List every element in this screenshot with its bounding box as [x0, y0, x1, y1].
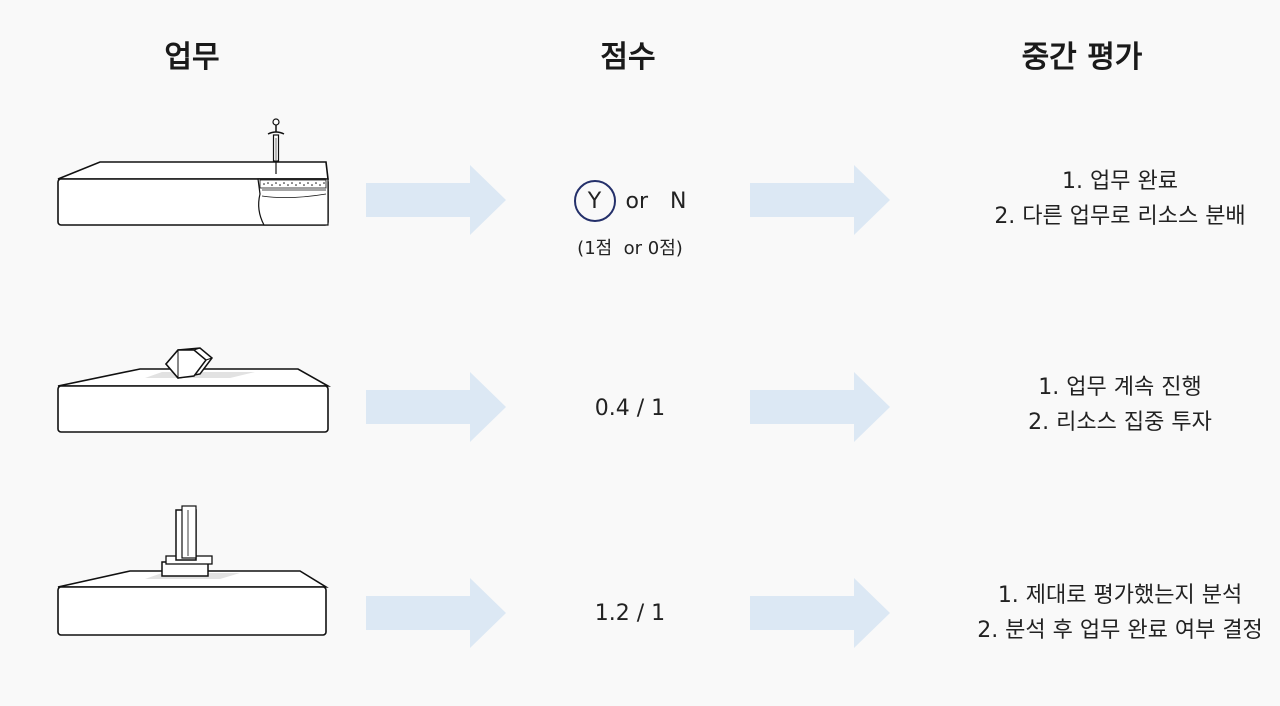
n-option: N	[670, 188, 687, 214]
hex-nut-icon	[57, 347, 332, 433]
evaluation-3: 1. 제대로 평가했는지 분석 2. 분석 후 업무 완료 여부 결정	[880, 578, 1280, 648]
arrow-right-icon	[366, 165, 506, 235]
header-task: 업무	[164, 40, 220, 75]
score-value: 1.2 / 1	[594, 601, 666, 626]
score-sub: (1점 or 0점)	[577, 238, 683, 259]
evaluation-line: 2. 다른 업무로 리소스 분배	[994, 204, 1246, 229]
y-option-circle: Y	[573, 180, 616, 222]
score-value: 0.4 / 1	[594, 396, 666, 421]
or-label: or	[625, 188, 649, 214]
score-yn: Y or N (1점 or 0점)	[530, 180, 730, 260]
row-3: 1.2 / 1 1. 제대로 평가했는지 분석 2. 분석 후 업무 완료 여부…	[0, 495, 1280, 655]
header-score: 점수	[600, 40, 656, 75]
arrow-right-icon	[366, 578, 506, 648]
bolt-icon	[57, 505, 329, 636]
arrow-right-icon	[750, 372, 890, 442]
evaluation-line: 1. 제대로 평가했는지 분석	[997, 583, 1243, 608]
row-2: 0.4 / 1 1. 업무 계속 진행 2. 리소스 집중 투자	[0, 330, 1280, 470]
evaluation-line: 1. 업무 계속 진행	[1038, 375, 1202, 400]
arrow-right-icon	[366, 372, 506, 442]
evaluation-line: 2. 분석 후 업무 완료 여부 결정	[977, 618, 1263, 643]
header-evaluation: 중간 평가	[1021, 40, 1143, 75]
arrow-right-icon	[750, 165, 890, 235]
evaluation-line: 2. 리소스 집중 투자	[1028, 410, 1212, 435]
row-1: Y or N (1점 or 0점) 1. 업무 완료 2. 다른 업무로 리소스…	[0, 110, 1280, 270]
arrow-right-icon	[750, 578, 890, 648]
evaluation-1: 1. 업무 완료 2. 다른 업무로 리소스 분배	[880, 164, 1280, 234]
evaluation-2: 1. 업무 계속 진행 2. 리소스 집중 투자	[880, 370, 1280, 440]
sword-in-stone-icon	[57, 118, 329, 226]
evaluation-line: 1. 업무 완료	[1062, 169, 1178, 194]
